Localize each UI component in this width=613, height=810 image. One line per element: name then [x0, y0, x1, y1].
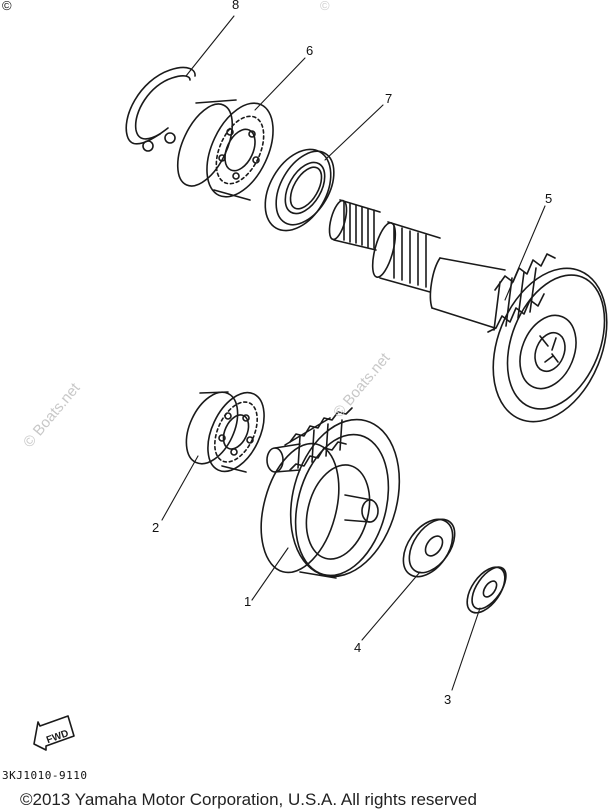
leader-lines: [161, 15, 546, 691]
callout-8: 8: [232, 0, 240, 12]
callout-3: 3: [444, 692, 452, 707]
callout-1: 1: [244, 594, 252, 609]
oil-seal-part-7: [264, 148, 335, 232]
copyright-mark-faint: ©: [320, 0, 330, 13]
washer-part-4: [402, 518, 456, 578]
bearing-part-6: [176, 99, 274, 201]
callout-4: 4: [354, 640, 362, 655]
diagram-code: 3KJ1010-9110: [2, 769, 88, 782]
gear-part-1: [260, 407, 401, 579]
callout-2: 2: [152, 520, 160, 535]
shaft-part-5: [328, 199, 608, 423]
bearing-part-2: [185, 391, 265, 473]
callout-5: 5: [545, 191, 553, 206]
circlip-part-8: [125, 66, 196, 152]
washer-part-3: [466, 566, 507, 614]
copyright-mark: ©: [2, 0, 12, 13]
fwd-arrow-icon: FWD: [33, 715, 75, 751]
callout-7: 7: [385, 91, 393, 106]
callout-6: 6: [306, 43, 314, 58]
copyright-notice: ©2013 Yamaha Motor Corporation, U.S.A. A…: [20, 790, 477, 809]
